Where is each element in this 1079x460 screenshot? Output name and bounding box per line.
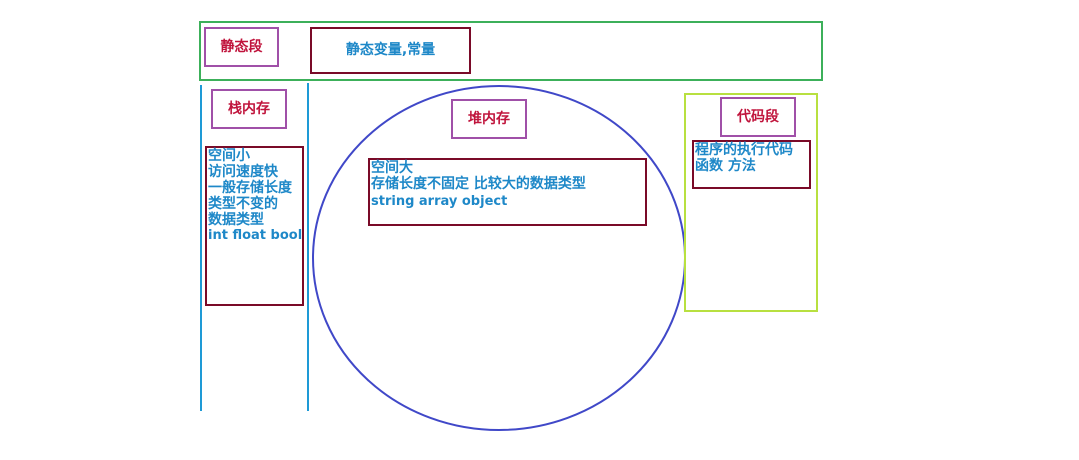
stack-line: 一般存储长度 — [208, 180, 292, 196]
stack-right-divider — [307, 83, 309, 411]
stack-line: 访问速度快 — [208, 164, 278, 180]
static-segment-content: 静态变量,常量 — [310, 27, 471, 74]
stack-left-divider — [200, 85, 202, 411]
stack-title: 栈内存 — [211, 89, 287, 129]
stack-line: 类型不变的 — [208, 196, 278, 212]
stack-line: 空间小 — [208, 148, 250, 164]
heap-description-box: 空间大 存储长度不固定 比较大的数据类型 string array object — [368, 158, 647, 226]
stack-description-box: 空间小 访问速度快 一般存储长度 类型不变的 数据类型 int float bo… — [205, 146, 304, 306]
heap-line: 存储长度不固定 比较大的数据类型 — [371, 176, 586, 192]
static-segment-title: 静态段 — [204, 27, 279, 67]
heap-line: 空间大 — [371, 160, 413, 176]
code-segment-region — [684, 93, 818, 312]
code-segment-line: 函数 方法 — [695, 158, 756, 174]
heap-title: 堆内存 — [451, 99, 527, 139]
static-segment-region — [199, 21, 823, 81]
heap-types: string array object — [371, 194, 508, 209]
stack-line: 数据类型 — [208, 212, 264, 228]
code-segment-line: 程序的执行代码 — [695, 142, 793, 158]
stack-types: int float bool — [208, 228, 303, 243]
code-segment-title: 代码段 — [720, 97, 796, 137]
code-segment-description-box: 程序的执行代码 函数 方法 — [692, 140, 811, 189]
